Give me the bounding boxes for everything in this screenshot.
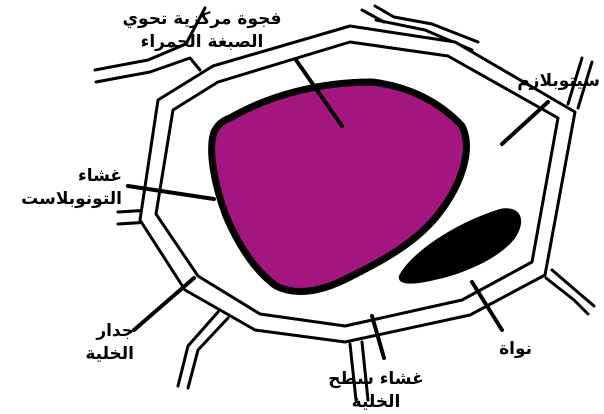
label-tonoplast-line1: غشاء xyxy=(4,165,122,188)
label-tonoplast: غشاء التونوبلاست xyxy=(4,165,122,211)
pointer-cell-wall xyxy=(134,278,194,330)
label-vacuole: فجوة مركزية تحوي الصبغة الحمراء xyxy=(102,8,302,54)
label-cell-wall: جدار الخلية xyxy=(44,320,134,366)
label-cell-wall-line1: جدار xyxy=(44,320,134,343)
label-cytoplasm-line1: سيتوبلازم xyxy=(500,70,600,93)
label-cell-membrane: غشاء سطح الخلية xyxy=(316,368,436,414)
label-cytoplasm: سيتوبلازم xyxy=(500,70,600,93)
label-cell-membrane-line1: غشاء سطح xyxy=(316,368,436,391)
label-vacuole-line1: فجوة مركزية تحوي xyxy=(102,8,302,31)
label-nucleus-line1: نواة xyxy=(468,338,532,361)
label-cell-wall-line2: الخلية xyxy=(44,343,134,366)
label-vacuole-line2: الصبغة الحمراء xyxy=(102,31,302,54)
label-nucleus: نواة xyxy=(468,338,532,361)
label-tonoplast-line2: التونوبلاست xyxy=(4,188,122,211)
label-cell-membrane-line2: الخلية xyxy=(316,391,436,414)
